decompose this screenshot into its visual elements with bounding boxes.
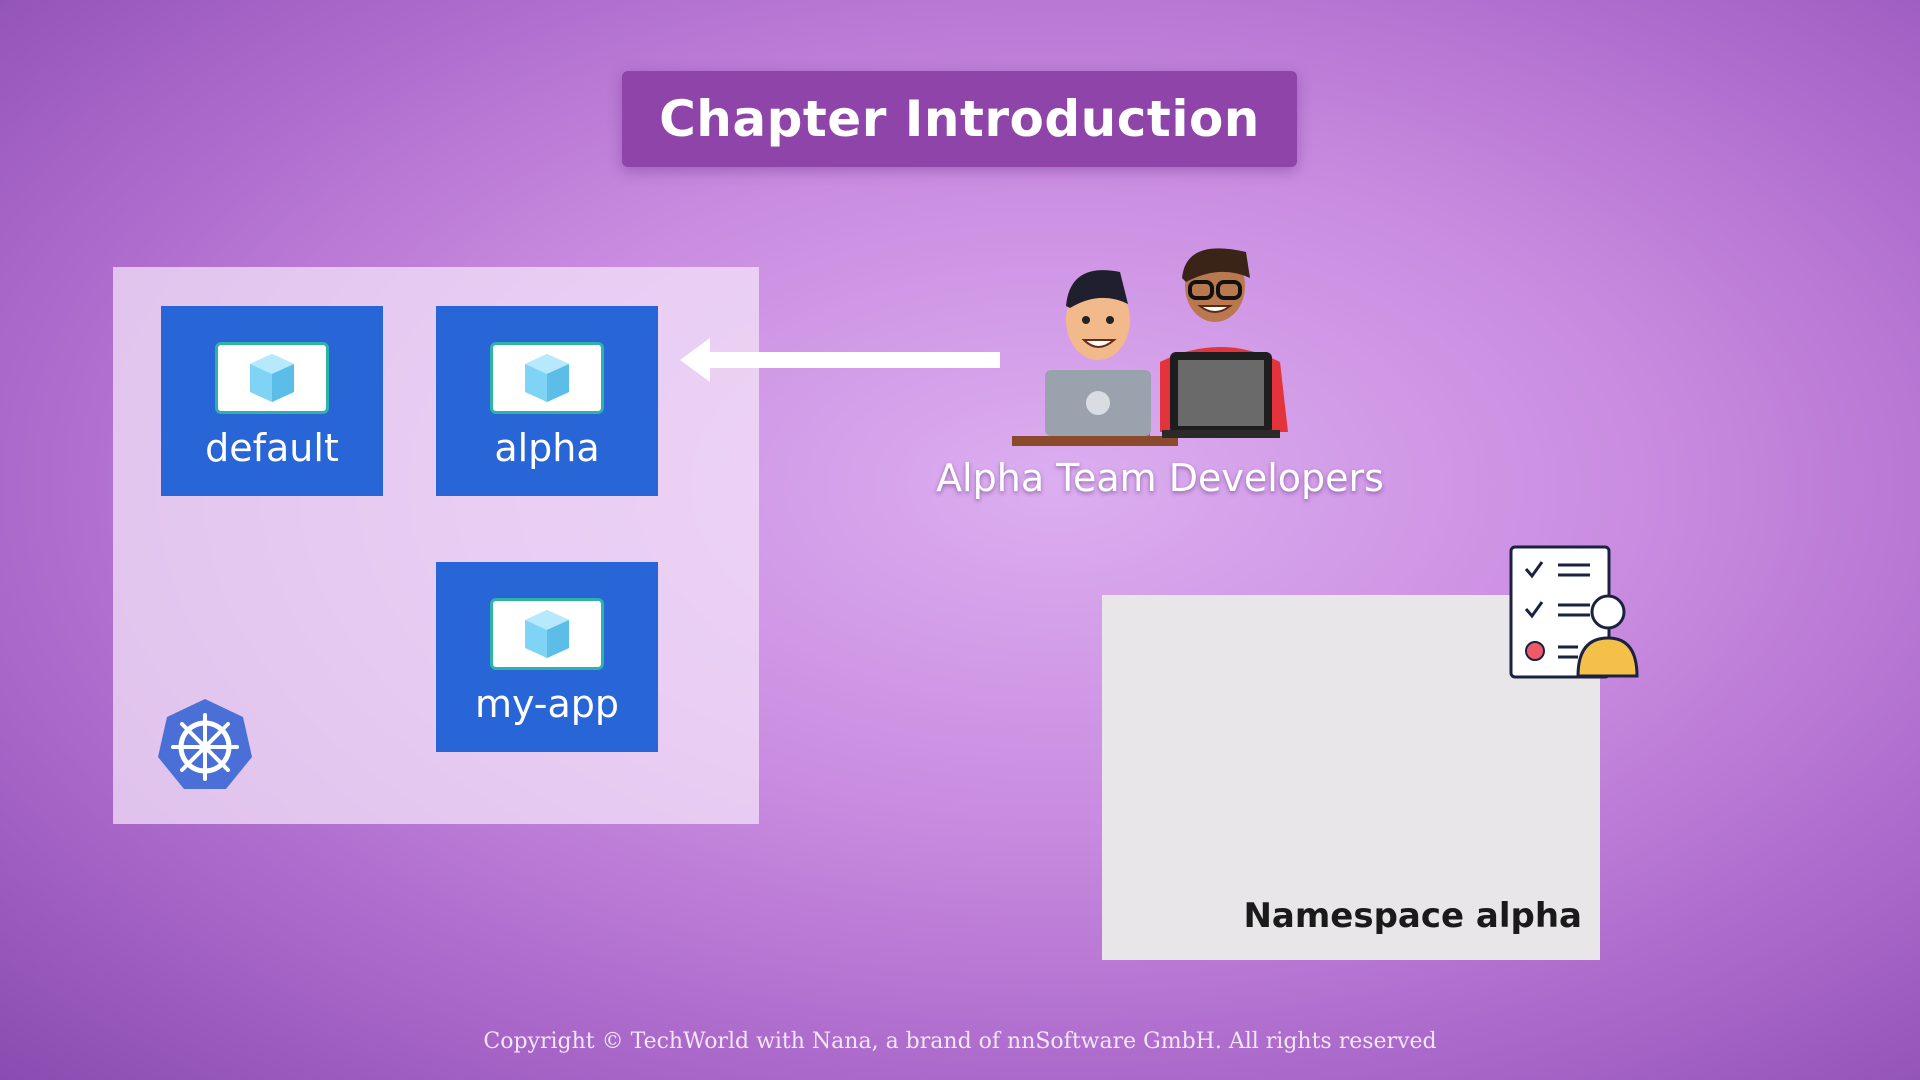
title-banner: Chapter Introduction xyxy=(622,71,1297,167)
checklist-user-icon xyxy=(1509,545,1639,679)
namespace-alpha-label: Namespace alpha xyxy=(1243,896,1582,936)
arrow-left-icon xyxy=(680,338,1000,382)
page-title: Chapter Introduction xyxy=(659,90,1260,148)
team-label: Alpha Team Developers xyxy=(936,456,1384,500)
cube-icon xyxy=(490,598,604,670)
namespace-my-app: my-app xyxy=(436,562,658,752)
kubernetes-helm-icon xyxy=(158,699,252,789)
namespace-alpha-box: alpha xyxy=(436,306,658,496)
developers-illustration xyxy=(1012,248,1288,446)
namespace-label: alpha xyxy=(494,426,600,470)
namespace-label: default xyxy=(205,426,339,470)
cube-icon xyxy=(215,342,329,414)
namespace-label: my-app xyxy=(474,682,620,726)
copyright-footer: Copyright © TechWorld with Nana, a brand… xyxy=(483,1029,1437,1054)
namespace-default: default xyxy=(161,306,383,496)
cube-icon xyxy=(490,342,604,414)
